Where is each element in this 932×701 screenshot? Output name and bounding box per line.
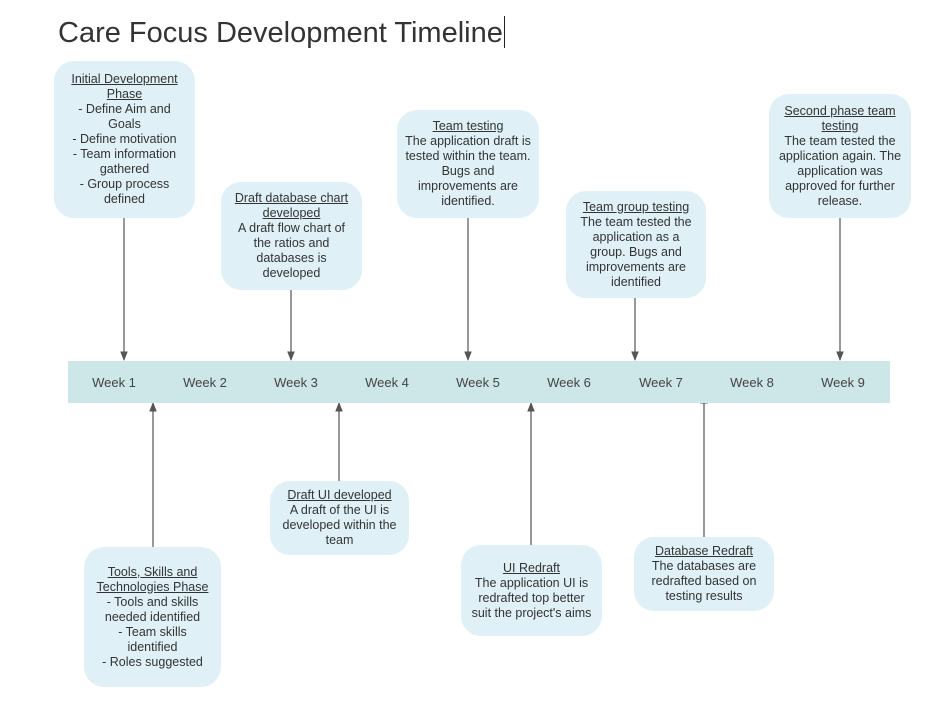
event-title: Team testing bbox=[432, 119, 504, 133]
event-title: Initial Development Phase bbox=[71, 72, 178, 101]
week-label: Week 3 bbox=[274, 375, 318, 390]
event-body: A draft flow chart of the ratios and dat… bbox=[238, 221, 345, 280]
event-title: Draft database chart developed bbox=[234, 191, 349, 220]
text-cursor bbox=[503, 16, 505, 48]
event-draft-ui[interactable]: Draft UI developed A draft of the UI is … bbox=[270, 481, 409, 555]
event-title: UI Redraft bbox=[503, 560, 560, 575]
event-title: Draft UI developed bbox=[287, 488, 392, 502]
event-ui-redraft[interactable]: UI Redraft The application UI is redraft… bbox=[461, 545, 602, 636]
event-title: Tools, Skills and Technologies Phase bbox=[96, 564, 209, 594]
event-body: The databases are redrafted based on tes… bbox=[651, 559, 757, 603]
event-second-phase-testing[interactable]: Second phase team testing The team teste… bbox=[769, 94, 911, 218]
event-title: Database Redraft bbox=[655, 544, 753, 558]
event-draft-database-chart[interactable]: Draft database chart developed A draft f… bbox=[221, 182, 362, 290]
page-title[interactable]: Care Focus Development Timeline bbox=[58, 16, 505, 49]
event-team-group-testing[interactable]: Team group testing The team tested the a… bbox=[566, 191, 706, 298]
week-label: Week 1 bbox=[92, 375, 136, 390]
week-label: Week 8 bbox=[730, 375, 774, 390]
event-body: - Define Aim and Goals - Define motivati… bbox=[72, 102, 177, 206]
event-initial-development[interactable]: Initial Development Phase - Define Aim a… bbox=[54, 61, 195, 218]
event-title: Second phase team testing bbox=[784, 103, 896, 133]
week-label: Week 5 bbox=[456, 375, 500, 390]
event-title: Team group testing bbox=[582, 199, 690, 214]
week-label: Week 2 bbox=[183, 375, 227, 390]
event-body: The team tested the application as a gro… bbox=[580, 214, 692, 289]
week-label: Week 4 bbox=[365, 375, 409, 390]
timeline-band: Week 1 Week 2 Week 3 Week 4 Week 5 Week … bbox=[68, 361, 890, 403]
week-label: Week 7 bbox=[639, 375, 683, 390]
event-team-testing[interactable]: Team testing The application draft is te… bbox=[397, 110, 539, 218]
event-database-redraft[interactable]: Database Redraft The databases are redra… bbox=[634, 537, 774, 611]
event-body: The team tested the application again. T… bbox=[778, 133, 902, 208]
event-body: The application UI is redrafted top bett… bbox=[471, 575, 592, 620]
event-body: A draft of the UI is developed within th… bbox=[282, 503, 397, 547]
event-body: The application draft is tested within t… bbox=[405, 134, 531, 208]
week-label: Week 9 bbox=[821, 375, 865, 390]
week-label: Week 6 bbox=[547, 375, 591, 390]
event-body: - Tools and skills needed identified - T… bbox=[102, 594, 203, 669]
event-tools-skills[interactable]: Tools, Skills and Technologies Phase - T… bbox=[84, 547, 221, 687]
